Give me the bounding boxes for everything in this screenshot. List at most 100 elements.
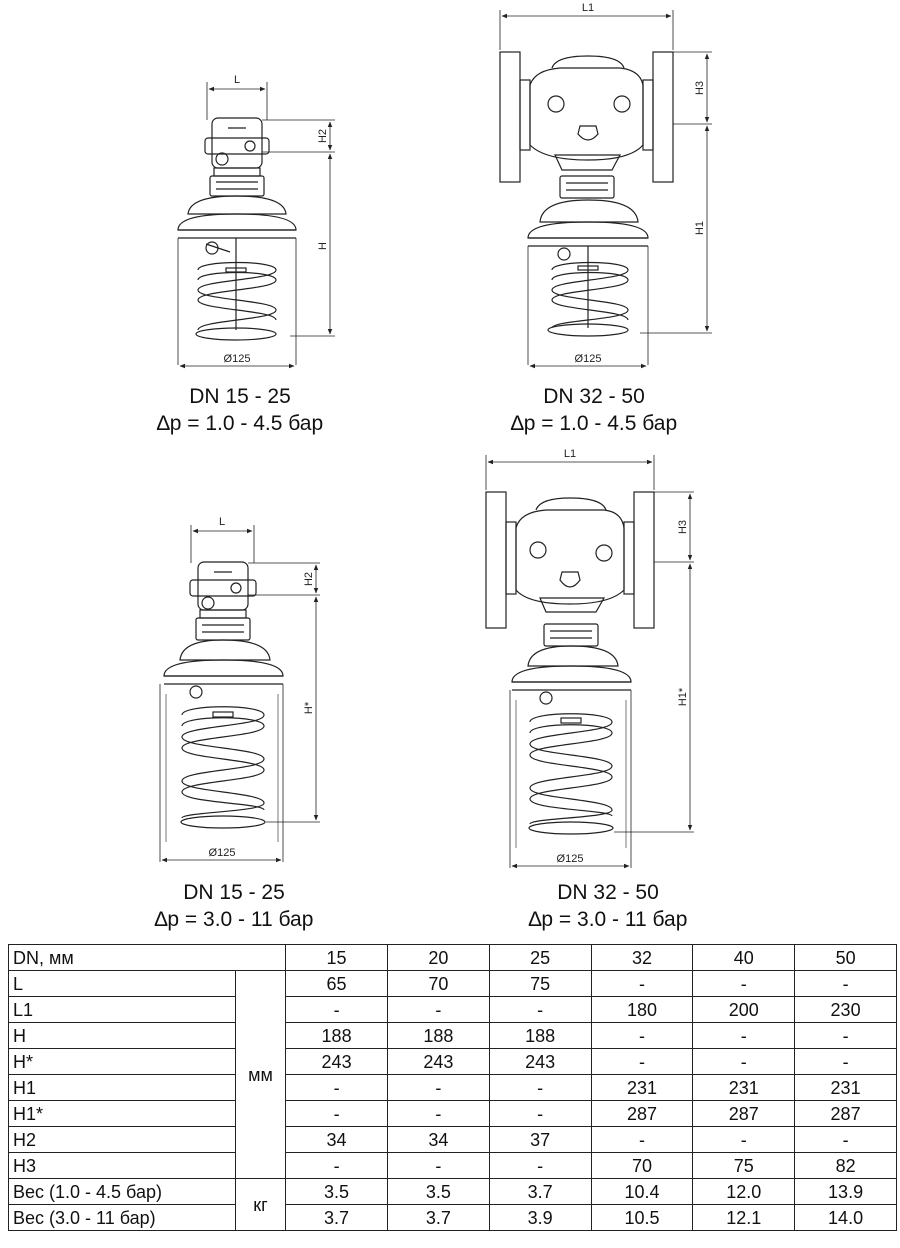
- table-row: H1* - - - 287 287 287: [8, 1100, 897, 1127]
- drawing-top-right: [499, 10, 712, 369]
- caption-pressure: ∆p = 1.0 - 4.5 бар: [156, 412, 324, 435]
- table-row: H 188 188 188 - - -: [8, 1022, 897, 1049]
- table-row: H* 243 243 243 - - -: [8, 1048, 897, 1075]
- cell: -: [590, 1022, 694, 1049]
- row-label: H3: [8, 1152, 236, 1179]
- cell: -: [285, 1152, 388, 1179]
- cell: -: [590, 1048, 694, 1075]
- dim-label-width: L1: [564, 448, 576, 460]
- cell: 230: [794, 996, 897, 1023]
- dim-label-total: H*: [303, 701, 315, 714]
- dim-label-total: H1*: [677, 687, 689, 706]
- table-row: H3 - - - 70 75 82: [8, 1152, 897, 1179]
- dim-label-width: L: [219, 516, 225, 528]
- cell: -: [590, 970, 694, 997]
- cell: 243: [386, 1048, 490, 1075]
- unit-mm: мм: [234, 970, 287, 1179]
- dim-label-diameter: Ø125: [209, 847, 236, 859]
- dn-value: 20: [386, 944, 490, 971]
- dim-label-total: H1: [694, 221, 706, 235]
- cell: -: [488, 1074, 592, 1101]
- row-label: Вес (3.0 - 11 бар): [8, 1204, 236, 1231]
- cell: -: [590, 1126, 694, 1153]
- row-label: H1: [8, 1074, 236, 1101]
- drawing-top-left: [177, 82, 335, 369]
- dn-value: 50: [794, 944, 897, 971]
- unit-kg: кг: [234, 1178, 287, 1231]
- dim-label-width: L1: [582, 2, 594, 14]
- caption-pressure: ∆p = 1.0 - 4.5 бар: [510, 412, 678, 435]
- cell: 180: [590, 996, 694, 1023]
- cell: -: [386, 1074, 490, 1101]
- cell: 75: [692, 1152, 796, 1179]
- cell: 34: [285, 1126, 388, 1153]
- cell: 12.1: [692, 1204, 796, 1231]
- cell: 3.7: [488, 1178, 592, 1205]
- caption-bottom-right: DN 32 - 50 ∆p = 3.0 - 11 бар: [498, 879, 718, 933]
- cell: -: [794, 1126, 897, 1153]
- caption-dn: DN 15 - 25: [183, 881, 285, 904]
- cell: 231: [794, 1074, 897, 1101]
- cell: -: [386, 996, 490, 1023]
- caption-dn: DN 32 - 50: [557, 881, 659, 904]
- cell: 243: [488, 1048, 592, 1075]
- cell: 82: [794, 1152, 897, 1179]
- dn-value: 15: [285, 944, 388, 971]
- weight-row: Вес (1.0 - 4.5 бар) кг 3.5 3.5 3.7 10.4 …: [8, 1178, 897, 1231]
- cell: 14.0: [794, 1204, 897, 1231]
- dim-label-upper: H2: [317, 129, 329, 143]
- dimensions-table: DN, мм 15 20 25 32 40 50 L мм 65 70 75 -…: [7, 944, 897, 1231]
- cell: 3.7: [285, 1204, 388, 1231]
- caption-dn: DN 32 - 50: [543, 385, 645, 408]
- caption-top-left: DN 15 - 25 ∆p = 1.0 - 4.5 бар: [130, 383, 350, 437]
- dim-label-upper: H3: [677, 520, 689, 534]
- table-row: L1 - - - 180 200 230: [8, 996, 897, 1023]
- caption-pressure: ∆p = 3.0 - 11 бар: [154, 908, 314, 931]
- cell: -: [692, 1126, 796, 1153]
- cell: 34: [386, 1126, 490, 1153]
- dim-label-diameter: Ø125: [557, 853, 584, 865]
- cell: 70: [386, 970, 490, 997]
- cell: 13.9: [794, 1178, 897, 1205]
- cell: -: [488, 1100, 592, 1127]
- cell: -: [692, 1048, 796, 1075]
- dim-label-upper: H3: [694, 81, 706, 95]
- dim-label-diameter: Ø125: [575, 353, 602, 365]
- dim-label-width: L: [234, 74, 240, 86]
- cell: -: [488, 996, 592, 1023]
- row-label: L: [8, 970, 236, 997]
- cell: 188: [386, 1022, 490, 1049]
- cell: 12.0: [692, 1178, 796, 1205]
- cell: 287: [794, 1100, 897, 1127]
- cell: 37: [488, 1126, 592, 1153]
- cell: 287: [692, 1100, 796, 1127]
- cell: 3.5: [285, 1178, 388, 1205]
- table-row: H2 34 34 37 - - -: [8, 1126, 897, 1153]
- table-row: L мм 65 70 75 - - -: [8, 970, 897, 1179]
- cell: 188: [285, 1022, 388, 1049]
- cell: -: [794, 1022, 897, 1049]
- dn-value: 32: [590, 944, 694, 971]
- row-label: L1: [8, 996, 236, 1023]
- row-label: Вес (1.0 - 4.5 бар): [8, 1178, 236, 1205]
- row-label: H: [8, 1022, 236, 1049]
- cell: 75: [488, 970, 592, 997]
- cell: 231: [590, 1074, 694, 1101]
- dn-value: 40: [692, 944, 796, 971]
- drawing-bottom-right: [485, 455, 694, 869]
- cell: -: [285, 1100, 388, 1127]
- cell: 243: [285, 1048, 388, 1075]
- cell: -: [285, 1074, 388, 1101]
- cell: -: [488, 1152, 592, 1179]
- dim-label-total: H: [317, 242, 329, 250]
- dim-label-diameter: Ø125: [224, 353, 251, 365]
- cell: 3.7: [386, 1204, 490, 1231]
- caption-pressure: ∆p = 3.0 - 11 бар: [528, 908, 688, 931]
- cell: -: [692, 1022, 796, 1049]
- cell: -: [794, 970, 897, 997]
- table-header-row: DN, мм 15 20 25 32 40 50: [7, 944, 897, 971]
- weight-row: Вес (3.0 - 11 бар) 3.7 3.7 3.9 10.5 12.1…: [8, 1204, 897, 1231]
- cell: 200: [692, 996, 796, 1023]
- cell: 3.9: [488, 1204, 592, 1231]
- caption-top-right: DN 32 - 50 ∆p = 1.0 - 4.5 бар: [484, 383, 704, 437]
